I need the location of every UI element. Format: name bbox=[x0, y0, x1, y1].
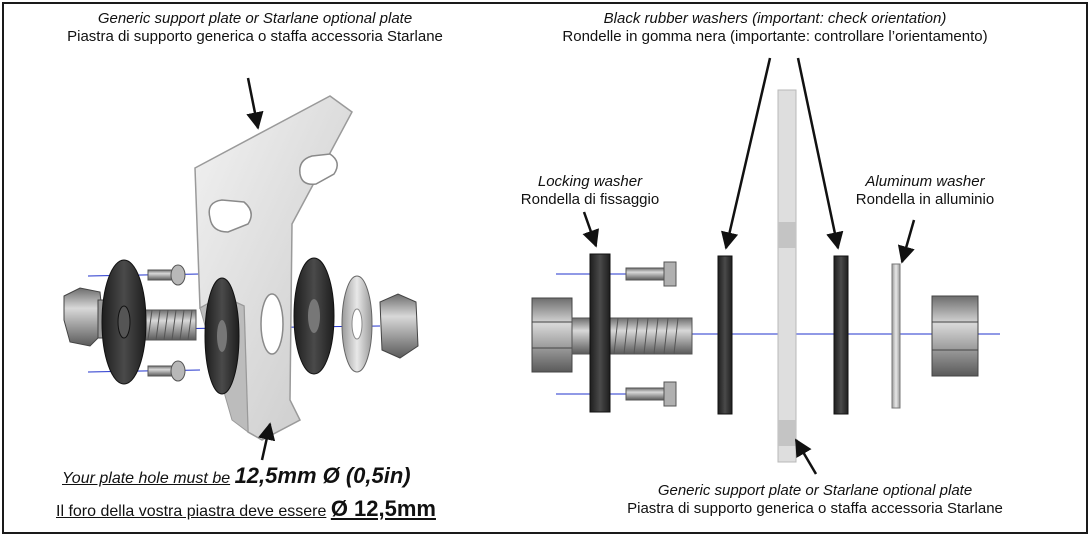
arrow-to-aluminum-washer bbox=[897, 219, 916, 264]
locking-washer-label-it: Rondella di fissaggio bbox=[520, 191, 660, 208]
rubber-washer-right-1 bbox=[717, 255, 733, 415]
locking-washer-label: Locking washer Rondella di fissaggio bbox=[490, 173, 690, 209]
hole-note-it-value: Ø 12,5mm bbox=[330, 496, 436, 521]
plate-label-left-it: Piastra di supporto generica o staffa ac… bbox=[67, 28, 443, 45]
locking-washer-label-en: Locking washer bbox=[537, 173, 643, 190]
arrow-to-plate-top-left bbox=[246, 77, 264, 130]
rubber-washer-right-2 bbox=[833, 255, 849, 415]
plate-label-left: Generic support plate or Starlane option… bbox=[20, 10, 490, 46]
aluminum-washer-label-it: Rondella in alluminio bbox=[855, 191, 995, 208]
plate-label-left-en: Generic support plate or Starlane option… bbox=[97, 10, 413, 27]
screw-lower-right bbox=[625, 381, 677, 407]
hole-note-en: Your plate hole must be 12,5mm Ø (0,5in) bbox=[62, 463, 411, 489]
arrow-to-plate-right bbox=[794, 438, 818, 475]
rubber-washer-label-en: Black rubber washers (important: check o… bbox=[603, 10, 947, 27]
rubber-washer-label-it: Rondelle in gomma nera (importante: cont… bbox=[562, 28, 988, 45]
rubber-washer-label: Black rubber washers (important: check o… bbox=[510, 10, 1040, 46]
aluminum-washer-label: Aluminum washer Rondella in alluminio bbox=[830, 173, 1020, 209]
right-assembly-view bbox=[531, 57, 1000, 475]
arrow-to-rubber-washer-2 bbox=[796, 57, 844, 250]
hole-note-en-prefix: Your plate hole must be bbox=[62, 470, 231, 487]
plate-label-right-it: Piastra di supporto generica o staffa ac… bbox=[627, 500, 1003, 517]
hex-nut-left bbox=[379, 293, 419, 359]
hole-note-it-prefix: Il foro della vostra piastra deve essere bbox=[56, 503, 327, 520]
left-assembly-view bbox=[63, 77, 419, 461]
hole-note-it: Il foro della vostra piastra deve essere… bbox=[56, 496, 436, 522]
screw-upper-right bbox=[625, 261, 677, 287]
arrow-to-rubber-washer-1 bbox=[721, 57, 772, 250]
plate-label-right: Generic support plate or Starlane option… bbox=[580, 482, 1050, 518]
arrow-to-plate-hole-left bbox=[258, 422, 276, 461]
arrow-to-locking-washer bbox=[582, 211, 600, 248]
hex-bolt-right bbox=[531, 297, 693, 373]
aluminum-washer-label-en: Aluminum washer bbox=[865, 173, 985, 190]
hex-nut-right bbox=[931, 295, 979, 377]
support-plate-right bbox=[777, 89, 797, 463]
screw-upper-left bbox=[147, 264, 186, 286]
hole-note-en-value: 12,5mm Ø (0,5in) bbox=[234, 463, 411, 488]
plate-label-right-en: Generic support plate or Starlane option… bbox=[657, 482, 973, 499]
aluminum-washer-right bbox=[891, 263, 901, 409]
locking-washer-right bbox=[589, 253, 611, 413]
screw-lower-left bbox=[147, 360, 186, 382]
